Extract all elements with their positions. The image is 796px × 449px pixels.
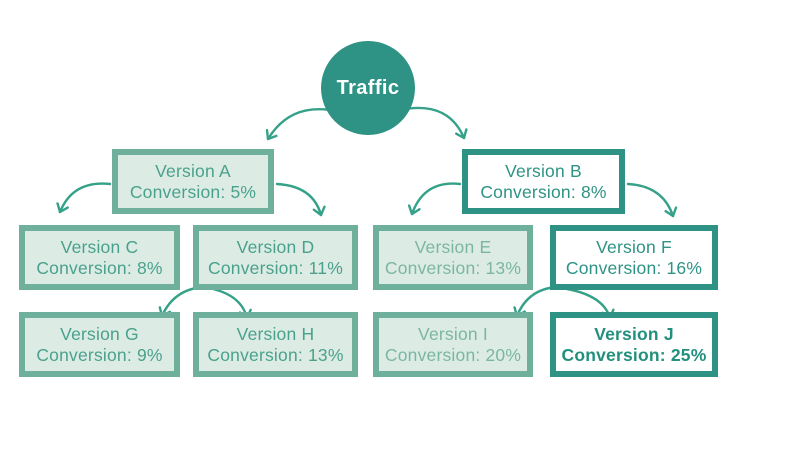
node-subtitle: Conversion: 13% [207,344,344,365]
edge-traffic-to-b [398,106,468,140]
node-version-c: Version C Conversion: 8% [19,225,180,290]
node-subtitle: Conversion: 11% [208,257,343,278]
node-title: Version G [60,323,139,344]
edge-b-to-f [626,182,678,218]
node-traffic: Traffic [321,41,415,135]
node-version-h: Version H Conversion: 13% [193,312,358,377]
node-subtitle: Conversion: 5% [129,181,257,202]
edge-b-to-e [407,182,462,216]
node-version-e: Version E Conversion: 13% [373,225,533,290]
node-version-i: Version I Conversion: 20% [373,312,533,377]
node-title: Version A [155,160,231,181]
node-title: Version H [236,323,315,344]
node-title: Version F [596,236,672,257]
node-version-f: Version F Conversion: 16% [550,225,718,290]
edge-a-to-c [56,182,112,214]
node-version-g: Version G Conversion: 9% [19,312,180,377]
node-title: Version D [236,236,315,257]
node-version-a: Version A Conversion: 5% [112,149,274,214]
node-subtitle: Conversion: 9% [36,344,163,365]
node-subtitle: Conversion: 16% [565,257,703,278]
node-subtitle: Conversion: 8% [480,181,607,202]
node-title: Version B [505,160,582,181]
traffic-label: Traffic [336,76,400,99]
node-title: Version E [414,236,492,257]
node-version-d: Version D Conversion: 11% [193,225,358,290]
node-subtitle: Conversion: 25% [561,344,707,365]
node-title: Version I [418,323,488,344]
node-subtitle: Conversion: 20% [384,344,522,365]
node-title: Version C [60,236,139,257]
node-subtitle: Conversion: 8% [36,257,163,278]
node-version-j: Version J Conversion: 25% [550,312,718,377]
edge-a-to-d [275,182,326,217]
node-subtitle: Conversion: 13% [384,257,522,278]
node-title: Version J [594,323,674,344]
node-version-b: Version B Conversion: 8% [462,149,625,214]
